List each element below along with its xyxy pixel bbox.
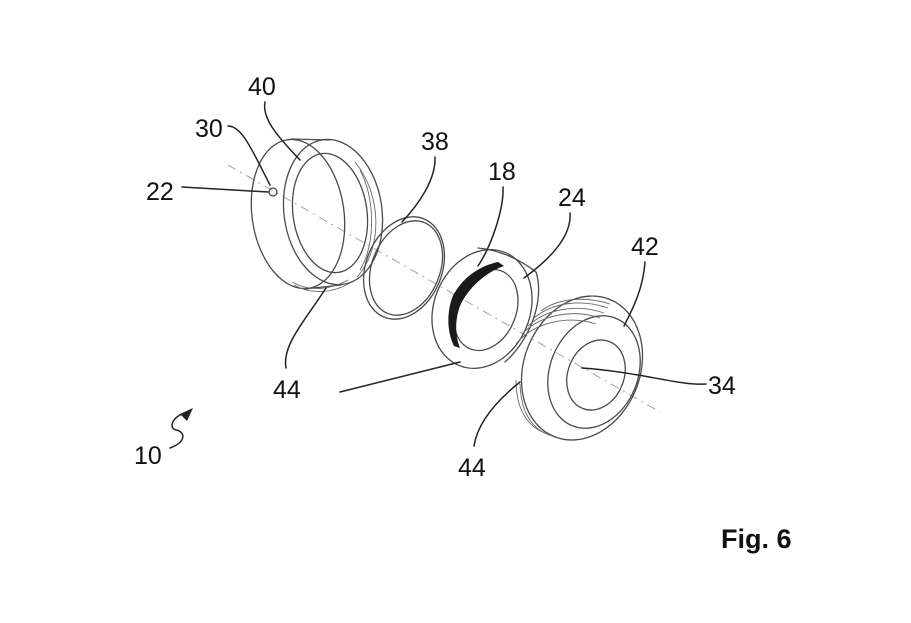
bore-34 [566,339,626,411]
ref-30: 30 [195,115,223,143]
ref-18: 18 [488,158,516,186]
figure-label: Fig. 6 [721,524,792,554]
cap-42 [515,295,644,441]
ref-10: 10 [134,442,162,470]
leader-34 [581,367,707,385]
leader-42 [623,261,646,327]
ref-44-left: 44 [273,376,301,404]
leader-18 [477,186,504,267]
leader-24 [523,212,571,279]
housing-cup-40 [250,138,384,292]
hole-22 [268,187,278,197]
seal-18 [448,262,504,348]
ref-44-right: 44 [458,454,486,482]
leader-22 [181,186,269,193]
leader-line-lower [339,361,461,393]
thin-ring-38 [362,216,446,320]
central-axis [227,164,661,413]
ref-34: 34 [708,372,736,400]
carrier-24 [431,247,540,369]
ref-38: 38 [421,128,449,156]
leader-38 [401,156,436,223]
leader-44-left [284,287,327,369]
leader-40 [263,101,301,161]
assembly-squiggle [169,411,189,449]
ref-22: 22 [146,178,174,206]
ref-42: 42 [631,233,659,261]
ref-40: 40 [248,73,276,101]
leader-30 [227,125,271,186]
assembly-arrow-head [180,408,193,421]
ref-24: 24 [558,184,586,212]
leader-44-right [473,381,521,447]
